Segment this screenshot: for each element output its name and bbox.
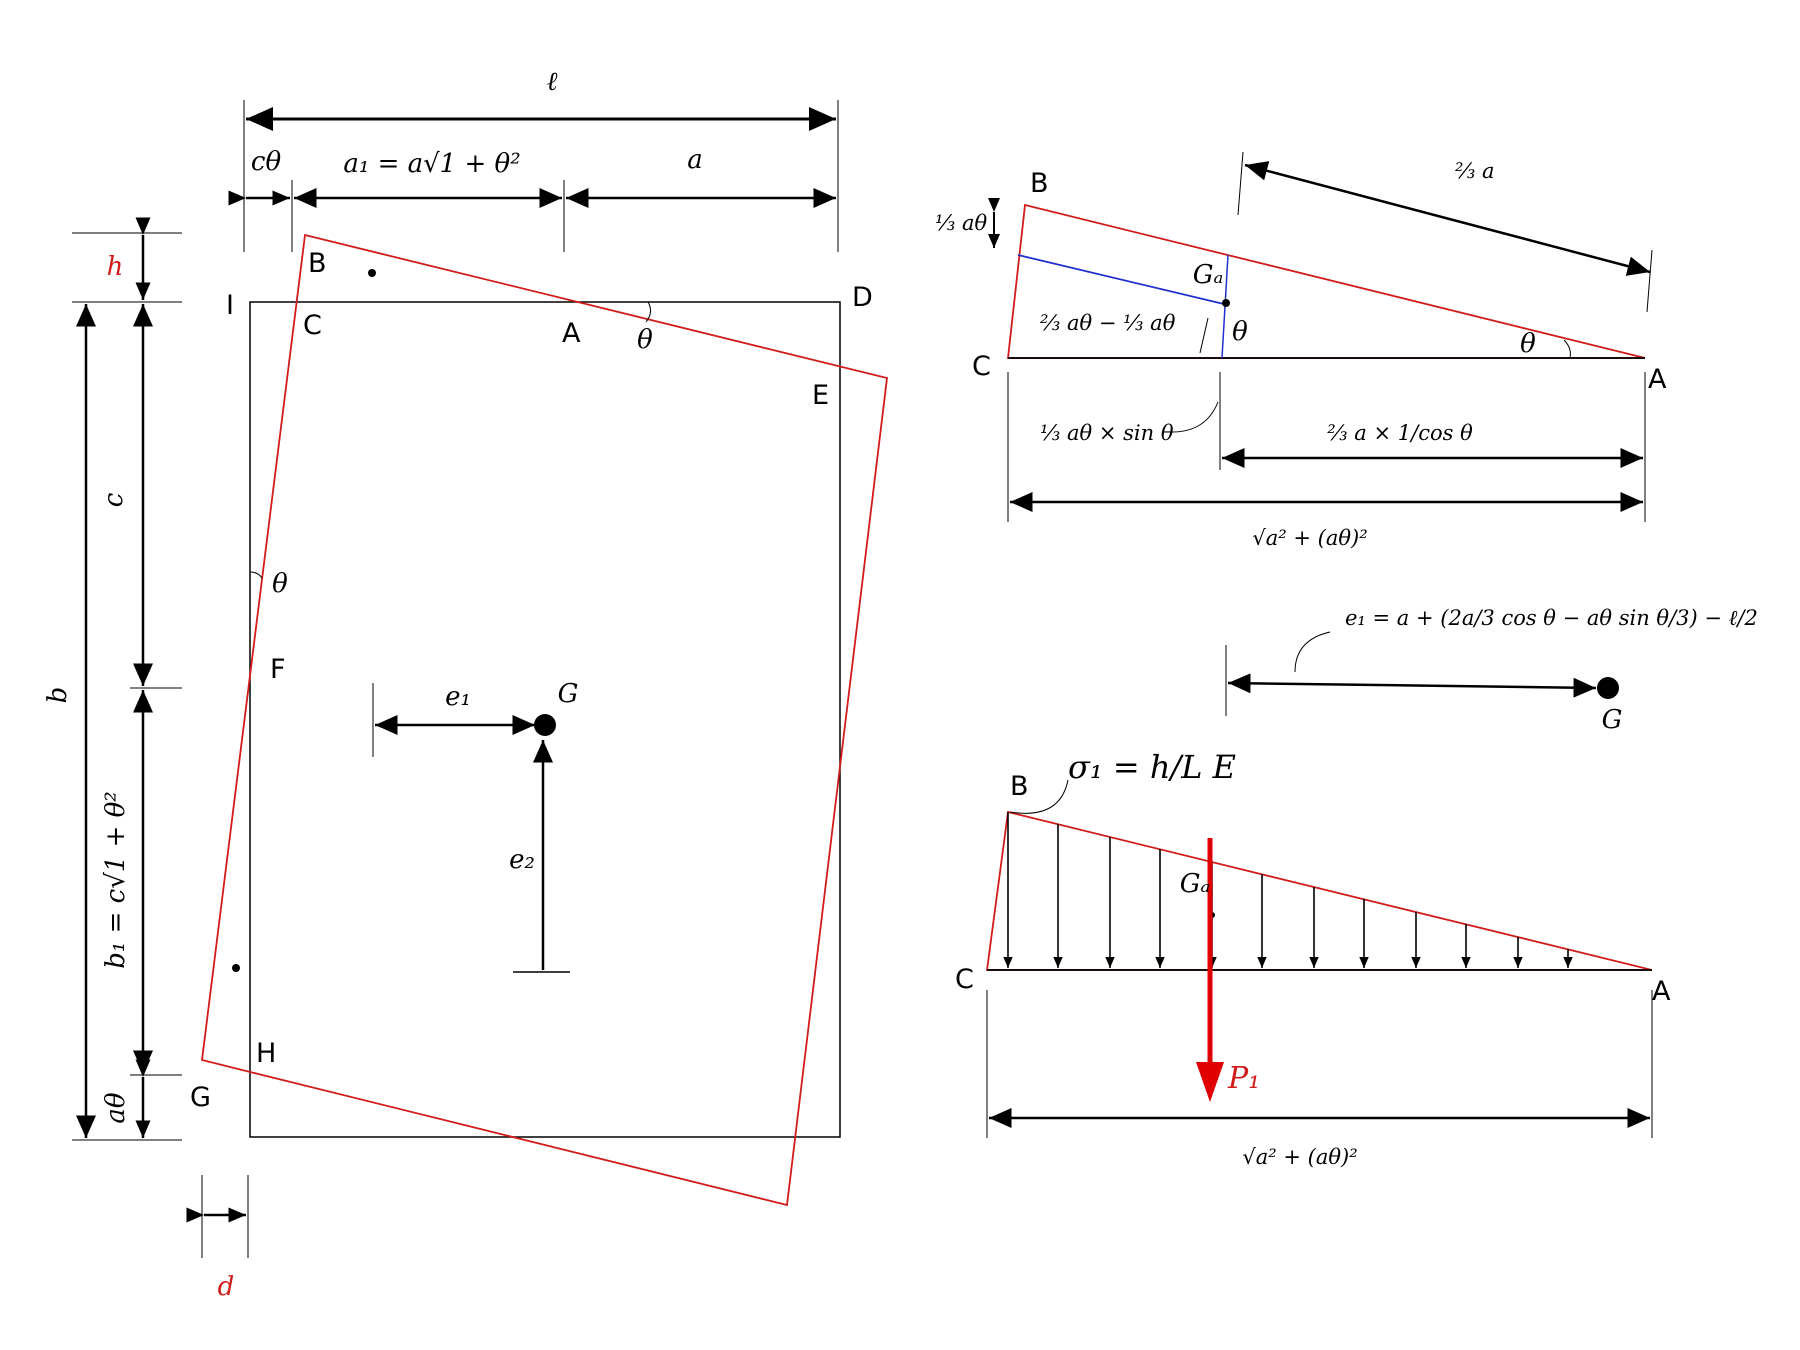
dot-top [368,269,376,277]
tri-label-A: A [1648,364,1667,395]
label-a1-eq: a₁ = a√1 + θ² [343,149,520,179]
tri-two-thirds-a: ⅔ a [1455,159,1495,183]
tri-theta-A: θ [1520,329,1536,359]
dot-bottom [232,964,240,972]
centroid-G [534,714,556,736]
tri-label-B: B [1030,168,1049,199]
tri-sin-term: ⅓ aθ × sin θ [1040,421,1174,445]
load-hyp: √a² + (aθ)² [1242,1145,1357,1169]
label-B: B [308,248,327,279]
label-b1-eq: b₁ = c√1 + θ² [101,791,131,968]
load-triangle-outline [985,810,1653,971]
blue-line [1017,254,1229,306]
label-F: F [270,654,286,685]
load-label-Ga: Gₐ [1180,869,1211,899]
load-label-B: B [1010,771,1029,802]
label-h: h [107,252,124,282]
top-triangle: B C A Gₐ θ θ ⅓ aθ ⅔ a ⅔ aθ − ⅓ aθ ⅓ aθ ×… [935,151,1667,550]
e1-label-G: G [1602,705,1623,735]
load-label-C: C [955,964,974,995]
force-P1-head [1196,1062,1224,1102]
label-d: d [218,1272,235,1302]
label-c-theta: cθ [251,147,282,177]
angle-arc-A [1563,339,1571,359]
left-figure: ℓ cθ a₁ = a√1 + θ² a h c b b₁ = c√1 + θ²… [43,67,888,1302]
e1-formula-block: e₁ = a + (2a/3 cos θ − aθ sin θ/3) − ℓ/2… [1225,606,1758,735]
tri-diff: ⅔ aθ − ⅓ aθ [1040,311,1176,335]
label-c: c [99,492,129,507]
tri-label-Ga: Gₐ [1193,260,1224,290]
label-H: H [256,1038,276,1069]
label-G: G [558,679,579,709]
label-a: a [687,145,703,175]
tri-one-third: ⅓ aθ [935,211,988,235]
label-theta-left: θ [272,569,288,599]
e1-formula: e₁ = a + (2a/3 cos θ − aθ sin θ/3) − ℓ/2 [1345,606,1758,630]
label-theta-top: θ [637,325,653,355]
label-e2: e₂ [509,845,535,875]
sigma-leader [1009,779,1069,814]
dim-two-thirds-a [1244,161,1651,276]
label-ell: ℓ [547,67,558,97]
bottom-triangle: B C A Gₐ σ₁ = h/L E P₁ √a² + (aθ)² [955,748,1671,1169]
label-I: I [226,290,234,321]
e1-leader [1294,631,1331,673]
tri-cos-term: ⅔ a × 1/cos θ [1327,421,1473,445]
load-label-A: A [1652,976,1671,1007]
dim-e1-right [1227,673,1597,698]
label-A: A [562,318,581,349]
tri-label-C: C [972,351,991,382]
label-b: b [43,687,73,704]
angle-arc-left [249,571,263,579]
label-G-corner: G [190,1082,211,1113]
sin-leader [1171,401,1219,433]
load-P1: P₁ [1227,1061,1260,1096]
stress-arrows [1003,812,1573,968]
label-C: C [303,310,322,341]
angle-arc-top [645,301,652,323]
load-sigma: σ₁ = h/L E [1068,748,1236,786]
label-e1: e₁ [445,682,471,712]
centroid-Ga [1222,299,1230,307]
label-D: D [852,282,873,313]
rotated-rectangle [201,233,888,1207]
label-E: E [812,380,829,411]
original-rectangle [249,301,841,1138]
tri-theta-Ga: θ [1232,317,1248,347]
label-a-theta: aθ [101,1092,131,1124]
triangle-outline [1006,203,1646,359]
centroid-G-right [1597,677,1619,699]
tri-hyp: √a² + (aθ)² [1252,526,1367,550]
